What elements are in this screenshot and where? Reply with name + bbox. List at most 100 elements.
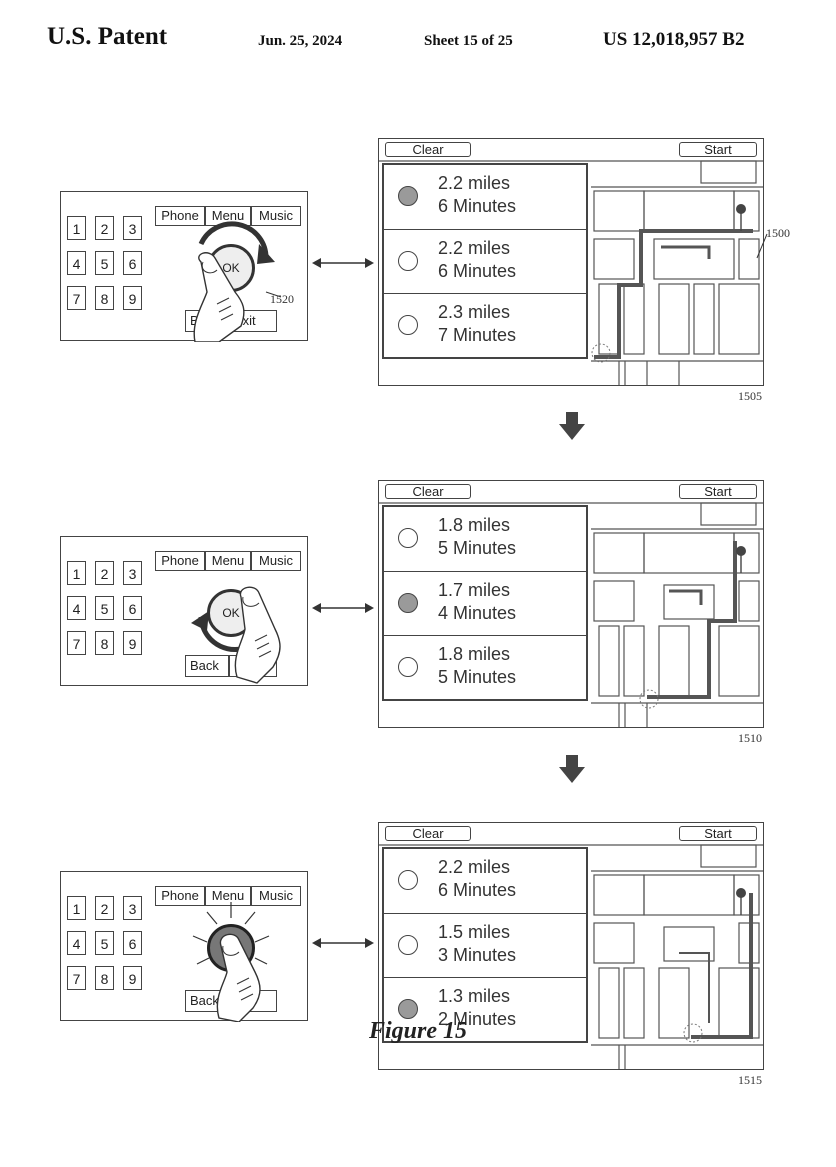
finger-icon <box>234 586 281 684</box>
radio-selected[interactable] <box>398 999 418 1019</box>
double-arrow-icon <box>312 603 374 613</box>
radio-unselected[interactable] <box>398 315 418 335</box>
key-9[interactable]: 9 <box>123 286 142 310</box>
remote-control-panel-2: 1 2 3 4 5 6 7 8 9 Phone Menu Music Back … <box>60 536 308 686</box>
ref-label-1500: 1500 <box>766 226 790 240</box>
key-2[interactable]: 2 <box>95 896 114 920</box>
key-5[interactable]: 5 <box>95 251 114 275</box>
route-option[interactable]: 1.3 miles 2 Minutes <box>384 977 586 1041</box>
music-button[interactable]: Music <box>251 886 301 906</box>
key-2[interactable]: 2 <box>95 216 114 240</box>
ref-label-1510: 1510 <box>738 731 762 745</box>
route-time: 7 Minutes <box>438 325 517 345</box>
key-4[interactable]: 4 <box>67 931 86 955</box>
key-8[interactable]: 8 <box>95 286 114 310</box>
key-5[interactable]: 5 <box>95 931 114 955</box>
menu-button[interactable]: Menu <box>205 206 251 226</box>
route-list: 2.2 miles 6 Minutes 1.5 miles 3 Minutes … <box>382 847 588 1043</box>
map-view[interactable] <box>379 481 764 728</box>
route-option[interactable]: 1.5 miles 3 Minutes <box>384 913 586 977</box>
key-3[interactable]: 3 <box>123 561 142 585</box>
radio-selected[interactable] <box>398 593 418 613</box>
radio-unselected[interactable] <box>398 657 418 677</box>
menu-button[interactable]: Menu <box>205 886 251 906</box>
start-button[interactable]: Start <box>679 142 757 157</box>
nav-screen-panel-1: Clear Start 2.2 miles 6 Minutes 2.2 mile… <box>378 138 764 386</box>
route-distance: 2.2 miles <box>438 173 511 193</box>
key-2[interactable]: 2 <box>95 561 114 585</box>
key-7[interactable]: 7 <box>67 286 86 310</box>
route-option[interactable]: 1.8 miles 5 Minutes <box>384 635 586 699</box>
start-button[interactable]: Start <box>679 484 757 499</box>
publication-date: Jun. 25, 2024 <box>258 33 343 49</box>
key-5[interactable]: 5 <box>95 596 114 620</box>
key-1[interactable]: 1 <box>67 561 86 585</box>
route-time: 5 Minutes <box>438 667 517 687</box>
clear-button[interactable]: Clear <box>385 142 471 157</box>
key-9[interactable]: 9 <box>123 966 142 990</box>
phone-button[interactable]: Phone <box>155 206 205 226</box>
music-button[interactable]: Music <box>251 206 301 226</box>
key-6[interactable]: 6 <box>123 596 142 620</box>
route-time: 6 Minutes <box>438 880 517 900</box>
ref-label-1520: 1520 <box>270 292 294 306</box>
key-4[interactable]: 4 <box>67 251 86 275</box>
key-4[interactable]: 4 <box>67 596 86 620</box>
down-arrow-icon <box>559 412 585 440</box>
key-7[interactable]: 7 <box>67 631 86 655</box>
publication-label: U.S. Patent <box>47 23 168 50</box>
rotate-clockwise-icon <box>193 221 282 342</box>
menu-button[interactable]: Menu <box>205 551 251 571</box>
route-time: 6 Minutes <box>438 261 517 281</box>
route-time: 2 Minutes <box>438 1009 517 1029</box>
clear-button[interactable]: Clear <box>385 826 471 841</box>
map-view[interactable] <box>379 823 764 1070</box>
key-3[interactable]: 3 <box>123 216 142 240</box>
route-list: 1.8 miles 5 Minutes 1.7 miles 4 Minutes … <box>382 505 588 701</box>
route-option[interactable]: 2.2 miles 6 Minutes <box>384 165 586 229</box>
nav-screen-panel-3: Clear Start 2.2 miles 6 Minutes 1.5 mile… <box>378 822 764 1070</box>
phone-button[interactable]: Phone <box>155 886 205 906</box>
nav-screen-panel-2: Clear Start 1.8 miles 5 Minutes 1.7 mile… <box>378 480 764 728</box>
route-option[interactable]: 2.3 miles 7 Minutes <box>384 293 586 357</box>
route-option[interactable]: 1.8 miles 5 Minutes <box>384 507 586 571</box>
map-view[interactable] <box>379 139 764 386</box>
finger-icon <box>216 933 261 1022</box>
route-distance: 1.8 miles <box>438 644 511 664</box>
clear-button[interactable]: Clear <box>385 484 471 499</box>
key-3[interactable]: 3 <box>123 896 142 920</box>
radio-unselected[interactable] <box>398 251 418 271</box>
start-button[interactable]: Start <box>679 826 757 841</box>
route-option[interactable]: 2.2 miles 6 Minutes <box>384 229 586 293</box>
route-option[interactable]: 2.2 miles 6 Minutes <box>384 849 586 913</box>
key-7[interactable]: 7 <box>67 966 86 990</box>
route-time: 5 Minutes <box>438 538 517 558</box>
radio-unselected[interactable] <box>398 528 418 548</box>
route-distance: 2.2 miles <box>438 857 511 877</box>
route-distance: 2.3 miles <box>438 302 511 322</box>
remote-control-panel-1: 1 2 3 4 5 6 7 8 9 Phone Menu Music Back … <box>60 191 308 342</box>
key-6[interactable]: 6 <box>123 931 142 955</box>
route-time: 6 Minutes <box>438 196 517 216</box>
finger-icon <box>193 252 245 342</box>
key-1[interactable]: 1 <box>67 896 86 920</box>
music-button[interactable]: Music <box>251 551 301 571</box>
key-9[interactable]: 9 <box>123 631 142 655</box>
press-icon <box>192 902 270 1022</box>
route-distance: 1.8 miles <box>438 515 511 535</box>
route-option[interactable]: 1.7 miles 4 Minutes <box>384 571 586 635</box>
back-button[interactable]: Back <box>185 655 229 677</box>
figure-caption: Figure 15 <box>368 1018 467 1044</box>
key-8[interactable]: 8 <box>95 966 114 990</box>
radio-unselected[interactable] <box>398 935 418 955</box>
phone-button[interactable]: Phone <box>155 551 205 571</box>
sheet-number: Sheet 15 of 25 <box>424 33 513 49</box>
route-time: 3 Minutes <box>438 945 517 965</box>
down-arrow-icon <box>559 755 585 783</box>
patent-number: US 12,018,957 B2 <box>603 29 745 50</box>
key-6[interactable]: 6 <box>123 251 142 275</box>
radio-unselected[interactable] <box>398 870 418 890</box>
key-8[interactable]: 8 <box>95 631 114 655</box>
key-1[interactable]: 1 <box>67 216 86 240</box>
radio-selected[interactable] <box>398 186 418 206</box>
